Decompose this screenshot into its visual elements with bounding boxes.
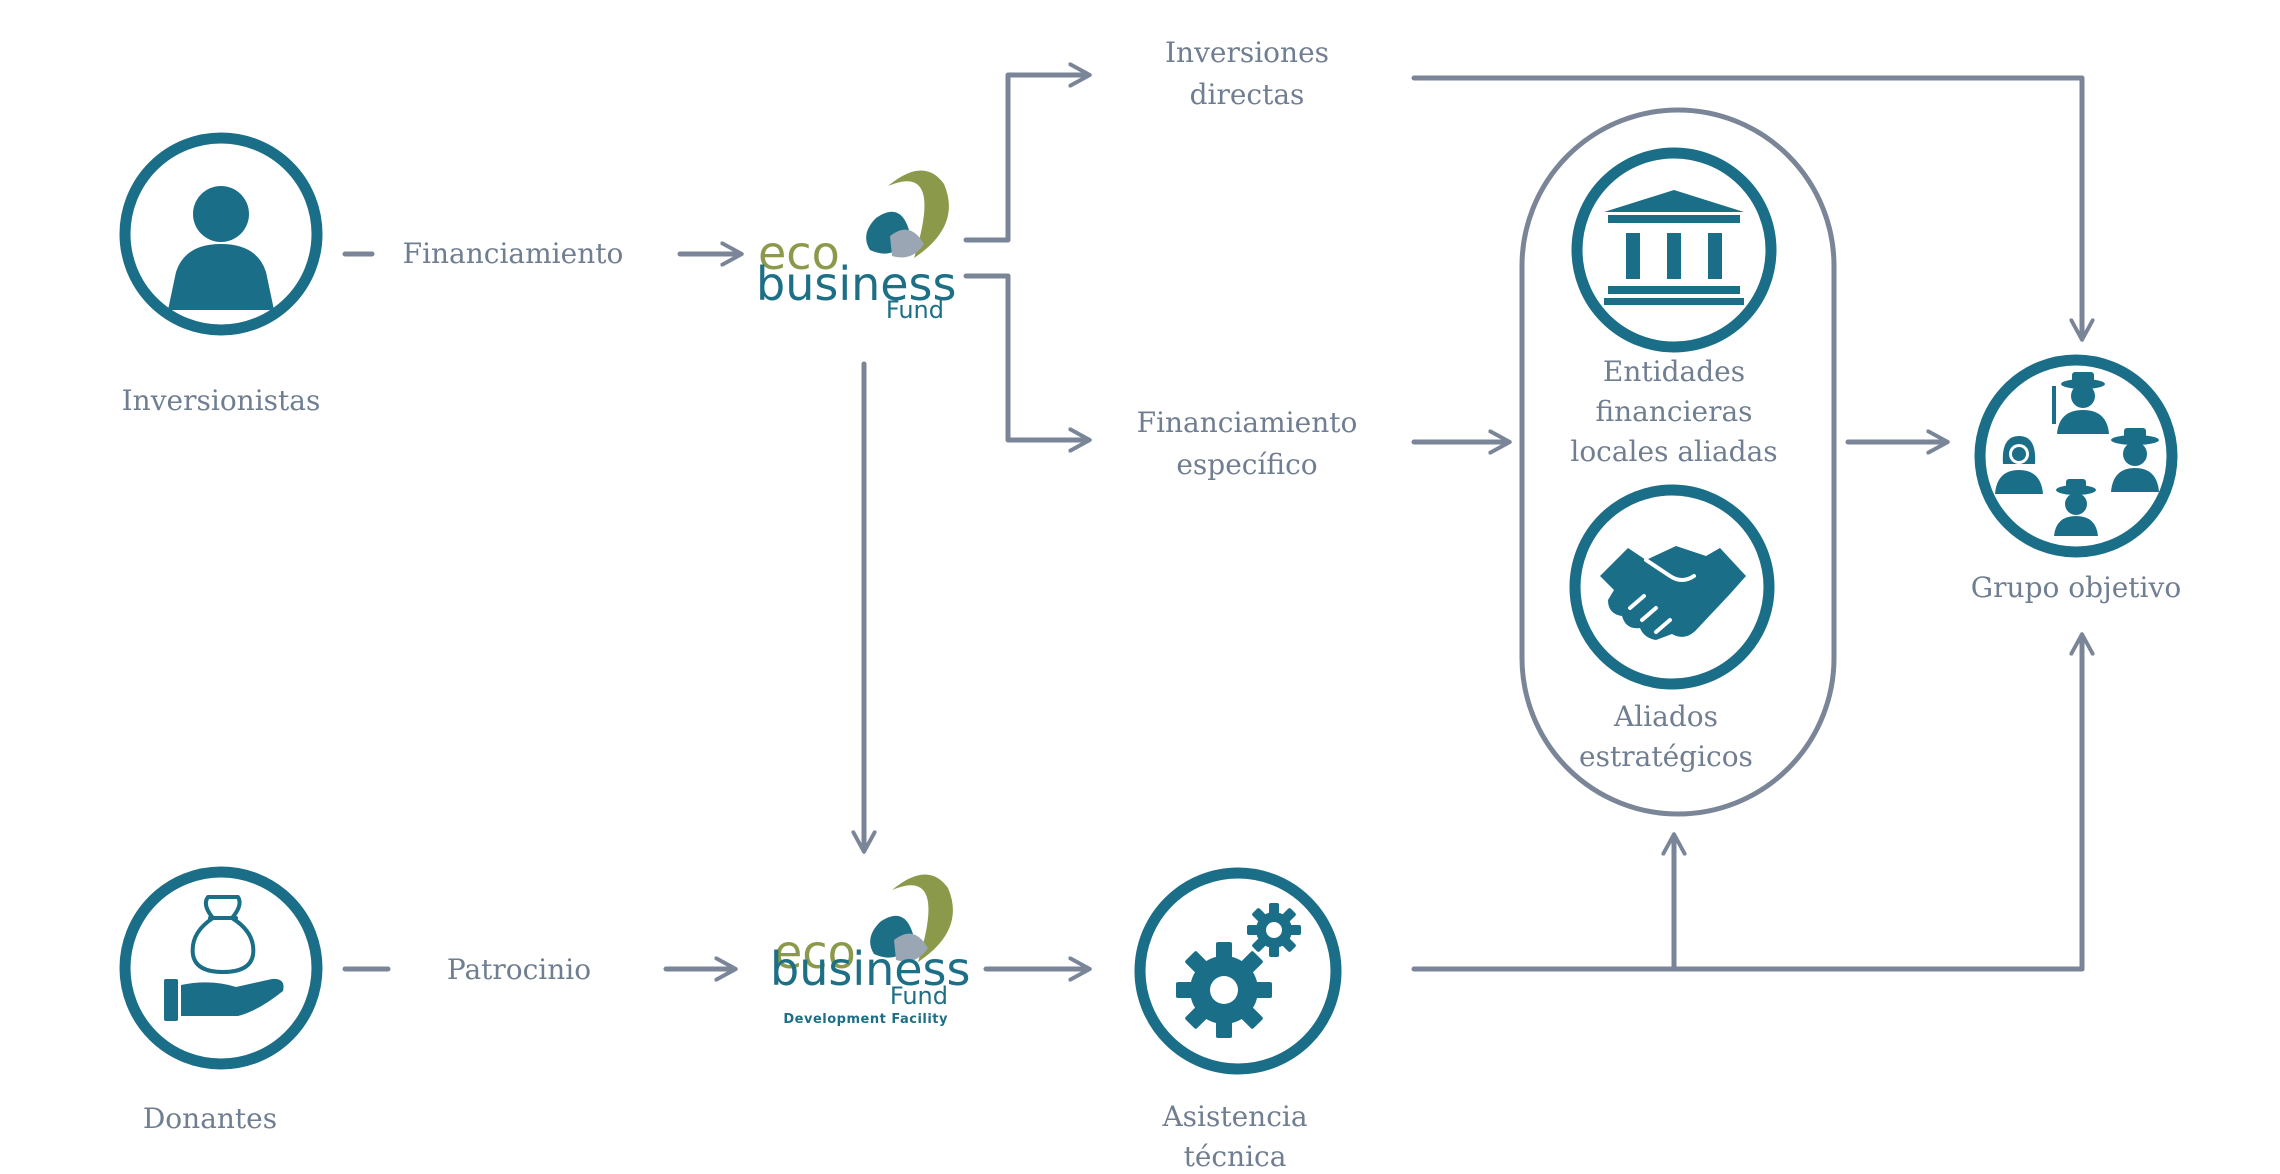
connectors bbox=[342, 75, 2082, 969]
asistencia-line1: Asistencia bbox=[1161, 1100, 1307, 1133]
inversionistas-label: Inversionistas bbox=[122, 384, 321, 417]
entidades-line2: financieras bbox=[1595, 395, 1752, 428]
grupo-node: Grupo objetivo bbox=[1971, 354, 2181, 604]
grupo-circle bbox=[1974, 354, 2178, 558]
inversionistas-node: Inversionistas bbox=[119, 132, 323, 417]
entidades-line3: locales aliadas bbox=[1570, 435, 1777, 468]
inversiones-directas-line1: Inversiones bbox=[1165, 36, 1329, 69]
partners-container bbox=[1519, 107, 1837, 817]
bank-icon bbox=[1604, 190, 1744, 305]
aliados-line1: Aliados bbox=[1613, 700, 1718, 733]
logo-business-text: business bbox=[756, 257, 957, 311]
hand-money-bag-icon bbox=[164, 895, 284, 1021]
logo-development-facility-text: Development Facility bbox=[783, 1012, 948, 1027]
logo-fund-text: Fund bbox=[890, 982, 948, 1010]
logo-business-text: business bbox=[770, 942, 971, 996]
asistencia-line2: técnica bbox=[1184, 1140, 1287, 1173]
aliados-line2: estratégicos bbox=[1579, 740, 1753, 773]
entidades-line1: Entidades bbox=[1603, 355, 1745, 388]
leaf-logo-icon bbox=[866, 170, 949, 258]
asistencia-node: Asistencia técnica bbox=[1134, 867, 1342, 1173]
donantes-circle bbox=[119, 866, 323, 1070]
person-icon bbox=[168, 186, 274, 310]
donantes-node: Donantes bbox=[119, 866, 323, 1135]
leaf-logo-icon bbox=[870, 874, 953, 962]
financiamiento-especifico-line1: Financiamiento bbox=[1137, 406, 1358, 439]
gears-icon bbox=[1176, 903, 1301, 1038]
aliados-node: Aliados estratégicos bbox=[1569, 484, 1775, 773]
inversiones-directas-line2: directas bbox=[1190, 78, 1305, 111]
handshake-icon bbox=[1600, 546, 1746, 640]
logo-fund-text: Fund bbox=[886, 296, 944, 324]
financiamiento-label: Financiamiento bbox=[403, 237, 624, 270]
ecobusiness-fund-logo: eco business Fund bbox=[756, 170, 957, 324]
donantes-label: Donantes bbox=[143, 1102, 277, 1135]
arrow-to-inversiones-directas bbox=[963, 75, 1088, 243]
grupo-label: Grupo objetivo bbox=[1971, 571, 2181, 604]
ecobusiness-facility-logo: eco business Fund Development Facility bbox=[770, 874, 971, 1027]
logo-eco-text: eco bbox=[758, 226, 840, 280]
arrow-directas-to-grupo bbox=[1411, 75, 2082, 338]
patrocinio-label: Patrocinio bbox=[447, 953, 591, 986]
arrow-to-financiamiento-especifico bbox=[963, 273, 1088, 440]
entidades-node: Entidades financieras locales aliadas bbox=[1570, 147, 1778, 468]
financiamiento-especifico-line2: específico bbox=[1176, 448, 1317, 481]
logo-eco-text: eco bbox=[774, 925, 856, 979]
group-people-icon bbox=[1995, 372, 2159, 536]
